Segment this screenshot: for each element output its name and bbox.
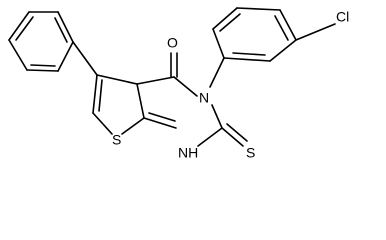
bond (232, 52, 266, 56)
bond (279, 9, 297, 41)
structure-canvas: O N Cl S NH S (8, 7, 349, 161)
ring-sulfur-label: S (112, 132, 121, 148)
bond (92, 74, 98, 114)
bond (30, 64, 56, 67)
bond (295, 23, 336, 41)
bond (211, 104, 223, 129)
bond (8, 39, 28, 71)
bond (274, 15, 289, 41)
bond (96, 74, 138, 85)
bond (26, 69, 59, 72)
bond (219, 13, 241, 32)
bond (98, 79, 103, 112)
bond (269, 39, 297, 62)
pyrimidine-ring (136, 76, 223, 147)
oxygen-label: O (167, 35, 178, 51)
bond (226, 123, 248, 142)
bond (121, 117, 145, 135)
bond (223, 57, 271, 62)
bond (212, 7, 238, 30)
molecule-drawing: O N Cl S NH S (8, 7, 349, 161)
bond (72, 41, 98, 76)
bond (8, 11, 30, 41)
bond (57, 11, 74, 43)
chlorine-label: Cl (336, 9, 349, 25)
bond (15, 16, 34, 41)
bond (221, 127, 244, 147)
bond (212, 28, 225, 59)
bond (92, 112, 113, 135)
thiophene-ring (92, 74, 145, 135)
bond (209, 57, 225, 88)
bond (136, 76, 175, 85)
nh-label: NH (178, 145, 198, 161)
nitrogen-label: N (199, 90, 209, 106)
bond (136, 83, 145, 119)
bond (148, 112, 176, 122)
bond (143, 117, 177, 129)
bond (57, 41, 74, 72)
bond (54, 17, 68, 43)
bond (173, 76, 198, 97)
phenyl-ring (8, 11, 74, 72)
chlorophenyl-ring (212, 7, 297, 62)
thione-sulfur-label: S (246, 145, 255, 161)
bond (236, 7, 281, 11)
bond (197, 127, 223, 147)
